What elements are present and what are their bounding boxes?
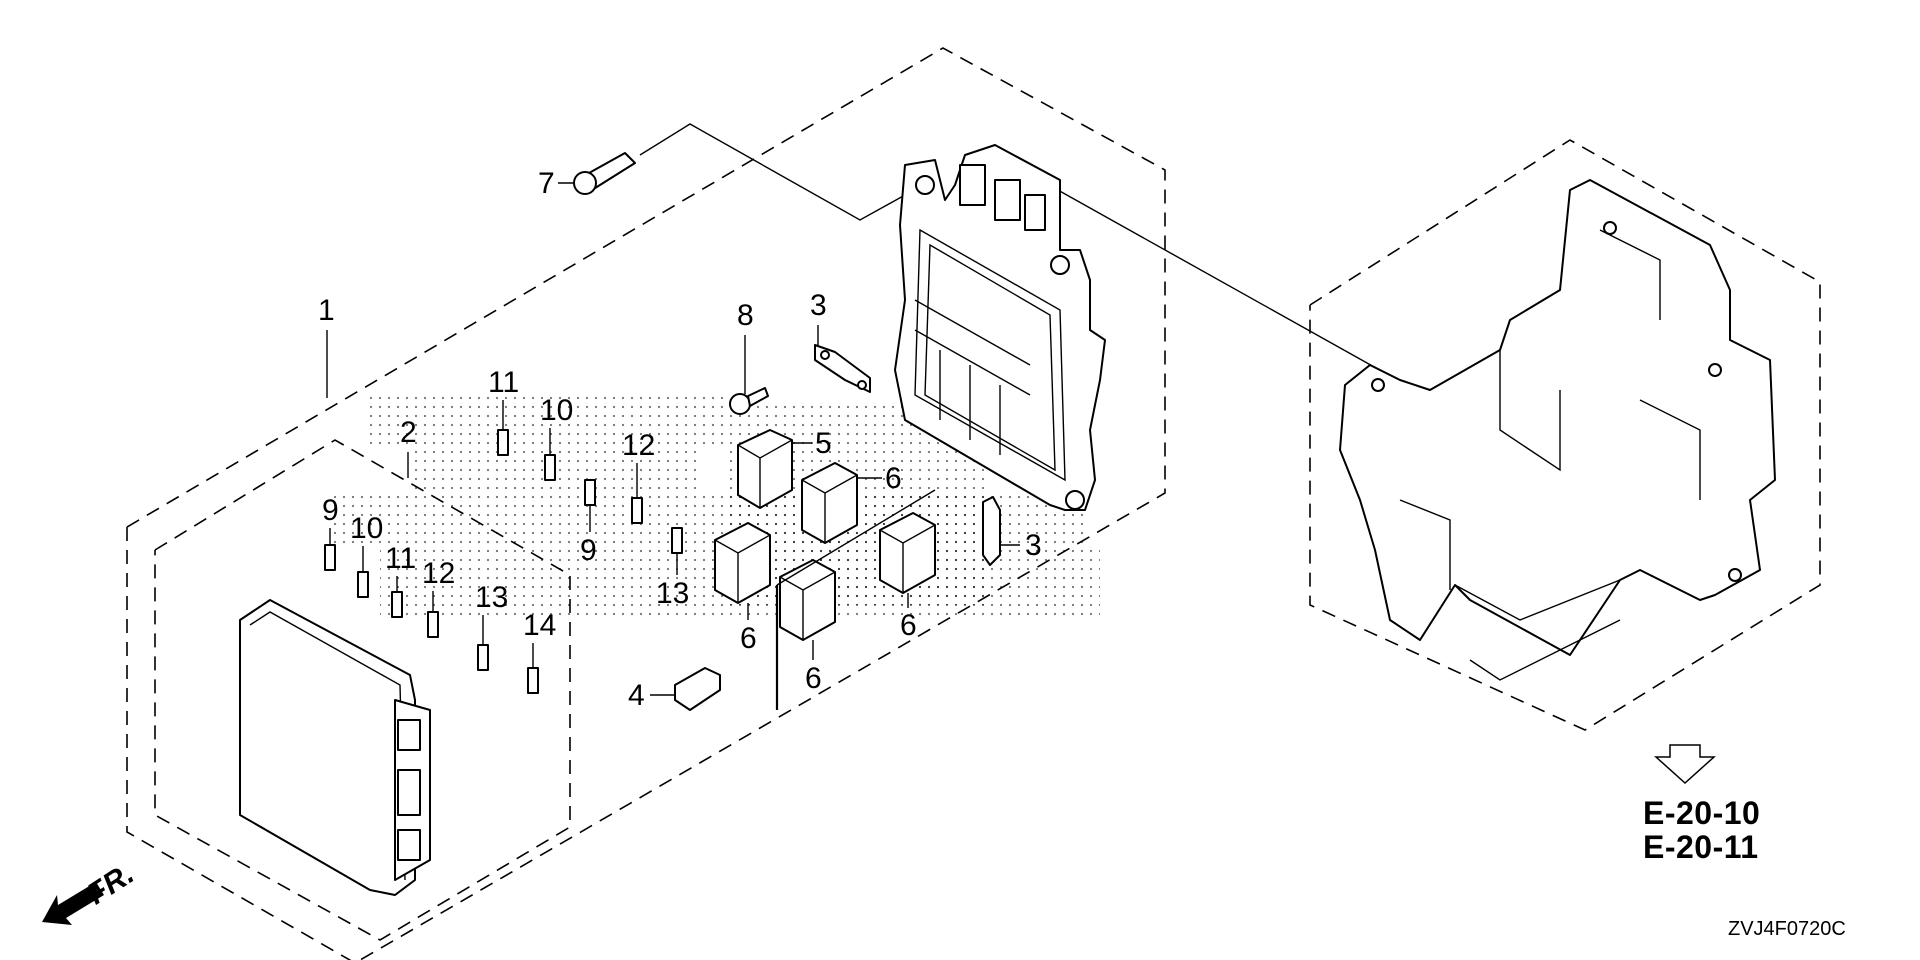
relay-6a: [801, 462, 858, 544]
callout-12-b: 12: [622, 429, 655, 462]
reference-page-1[interactable]: E-20-10: [1643, 795, 1761, 831]
callout-5: 5: [815, 427, 832, 460]
bolt: [573, 152, 636, 195]
callout-2: 2: [400, 416, 417, 449]
callout-6-a: 6: [885, 462, 902, 495]
callout-9-a: 9: [322, 494, 339, 527]
relay-6c: [879, 512, 936, 594]
callout-13-a: 13: [475, 581, 508, 614]
fuse-box-cover: [239, 599, 431, 896]
callout-11-b: 11: [488, 366, 519, 399]
reference-arrow-icon: [1654, 744, 1716, 785]
callout-11-a: 11: [385, 542, 416, 575]
cover-boundary-2: [154, 439, 571, 941]
callout-14: 14: [523, 609, 556, 642]
callout-1: 1: [318, 294, 335, 327]
relay-6d: [779, 559, 836, 641]
callout-6-d: 6: [805, 662, 822, 695]
callout-10-b: 10: [540, 394, 573, 427]
callout-10-a: 10: [350, 512, 383, 545]
relay-box-housing: [894, 144, 1106, 511]
relay-6b: [714, 522, 771, 604]
bolt-leader: [639, 123, 906, 221]
fusible-link-upper: [814, 344, 871, 393]
fusible-link-lower: [982, 496, 1001, 566]
relay-5: [737, 429, 793, 509]
reference-page-2[interactable]: E-20-11: [1643, 829, 1759, 865]
callout-6-c: 6: [900, 609, 917, 642]
callouts: 1 2 3 3 4 5 6 6 6 6 7 8 9 9 10 10 11 11: [318, 167, 1042, 712]
callout-13-b: 13: [656, 577, 689, 610]
case-boundary: [1309, 139, 1821, 731]
callout-7: 7: [538, 167, 555, 200]
assembly-boundary-1: [126, 47, 1166, 960]
drawing-code: ZVJ4F0720C: [1728, 918, 1846, 940]
callout-9-b: 9: [580, 534, 597, 567]
callout-8: 8: [737, 299, 754, 332]
connector-4: [674, 667, 721, 711]
front-arrow-icon: [42, 882, 104, 925]
callout-3-upper: 3: [810, 289, 827, 322]
callout-12-a: 12: [422, 557, 455, 590]
separator: [776, 489, 936, 586]
screw: [729, 387, 769, 415]
callout-4: 4: [628, 679, 645, 712]
callout-3-lower: 3: [1025, 529, 1042, 562]
electrical-case: [1339, 179, 1776, 681]
callout-6-b: 6: [740, 622, 757, 655]
